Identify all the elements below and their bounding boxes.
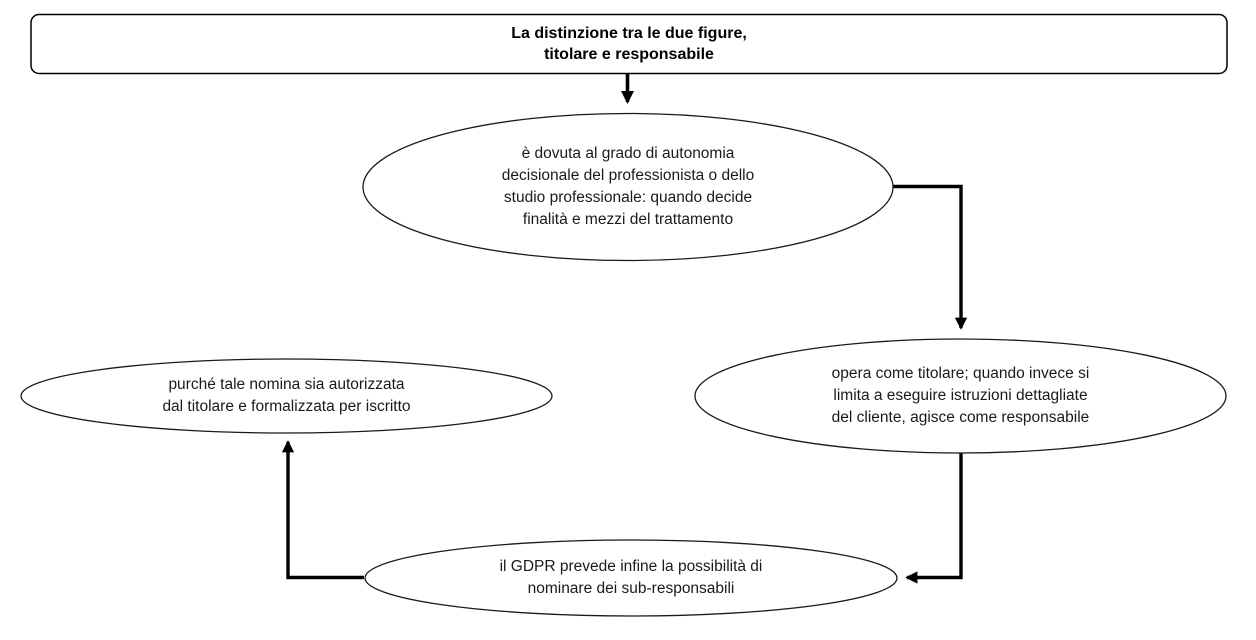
node-gdpr-shape	[364, 539, 898, 617]
node-titolare-shape	[694, 338, 1227, 454]
node-autonomia-label: è dovuta al grado di autonomia decisiona…	[501, 145, 755, 228]
arrow-gdpr-to-nomina	[281, 440, 364, 580]
arrow-autonomia-to-titolare	[893, 184, 968, 330]
arrow-titolare-to-gdpr	[905, 453, 963, 584]
node-nomina-label: purché tale nomina sia autorizzata dal t…	[162, 376, 411, 415]
node-gdpr-label: il GDPR prevede infine la possibilità di…	[499, 558, 763, 597]
node-nomina-shape	[20, 358, 553, 434]
node-titolare-label: opera come titolare; quando invece si li…	[831, 365, 1090, 426]
title-box-label: La distinzione tra le due figure, titola…	[511, 24, 747, 63]
title-box-shape	[30, 13, 1228, 75]
node-autonomia-shape	[362, 112, 894, 262]
